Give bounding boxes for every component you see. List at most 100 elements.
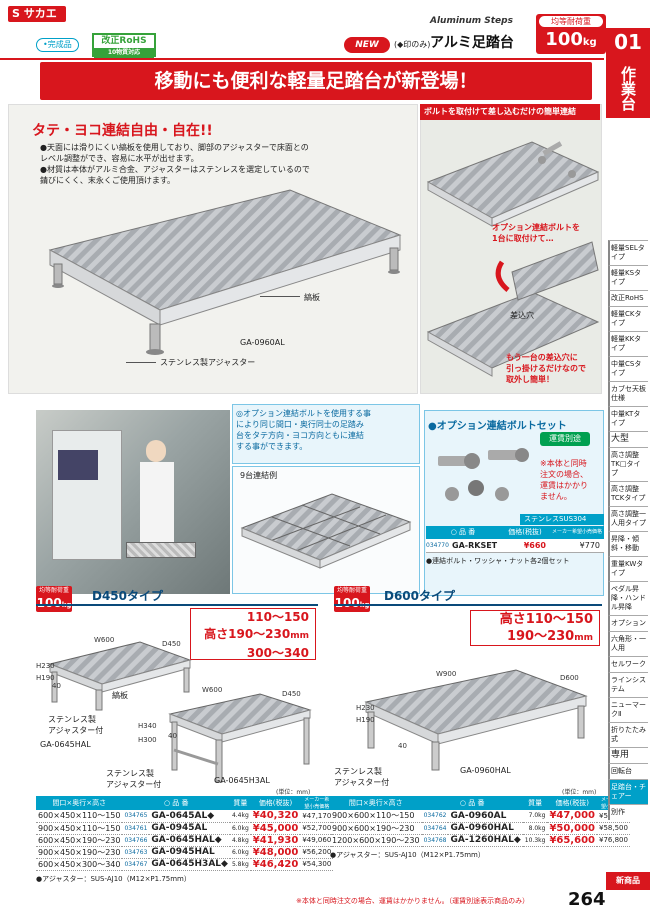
- sidebar-item[interactable]: オプション: [608, 615, 648, 631]
- d600-dim-h1: H230: [356, 704, 375, 712]
- d450-high-illustration: [168, 693, 312, 783]
- row-mass: 6.0kg: [229, 822, 251, 835]
- material-bar: ステンレスSUS304: [520, 514, 604, 525]
- adjuster-label: ステンレス製アジャスター: [160, 358, 256, 367]
- category-sidebar: 軽量SELタイプ 軽量KSタイプ 改正RoHS 軽量CKタイプ 軽量KKタイプ …: [606, 240, 650, 820]
- row-code: 034768: [421, 834, 449, 847]
- d450-col-price: 価格(税抜): [250, 796, 301, 810]
- d450-adjuster2-label: ステンレス製アジャスター付: [106, 768, 161, 790]
- d450-height-3: 300～340: [246, 646, 309, 660]
- row-mass: 4.4kg: [229, 810, 251, 823]
- sidebar-item[interactable]: セルワーク: [608, 656, 648, 672]
- d450-dim-h2: H190: [36, 674, 55, 682]
- sidebar-item[interactable]: 中量KTタイプ: [608, 406, 648, 431]
- series-name: Aluminum Steps: [430, 16, 513, 26]
- intro-heading: タテ・ヨコ連結自由・自在!!: [32, 123, 213, 139]
- bolt-set-mprice: ¥770: [579, 541, 600, 550]
- row-size: 1200×600×190～230: [330, 834, 422, 847]
- sidebar-item[interactable]: 専用: [608, 747, 648, 763]
- sidebar-item[interactable]: 重量KWタイプ: [608, 556, 648, 581]
- sidebar-item[interactable]: 軽量CKタイプ: [608, 306, 648, 331]
- sidebar-item[interactable]: 六角形・一人用: [608, 631, 648, 656]
- header-rule: [0, 58, 604, 60]
- row-code: 034764: [421, 822, 449, 835]
- row-name: GA-0645HAL◆: [149, 834, 230, 847]
- d450-rule: [36, 604, 318, 606]
- d600-load-label: 均等耐荷重: [336, 587, 367, 594]
- row-name: GA-0945HAL: [149, 846, 230, 859]
- sidebar-item[interactable]: ラインシステム: [608, 672, 648, 697]
- d450-height-box: 110～150 高さ190～230mm 300～340: [190, 608, 316, 660]
- load-label: 均等耐荷重: [539, 16, 603, 27]
- d600-load-badge: 均等耐荷重 100kg: [334, 586, 370, 612]
- d450-col-mass: 質量: [229, 796, 251, 810]
- d450-model-b: GA-0645H3AL: [214, 776, 270, 785]
- new-badge: NEW: [344, 37, 390, 53]
- sidebar-item[interactable]: 高さ調整TCKタイプ: [608, 481, 648, 506]
- row-mass: 10.3kg: [522, 834, 548, 847]
- d450-dim-40: 40: [52, 682, 61, 690]
- sidebar-item[interactable]: 高さ調整一人用タイプ: [608, 506, 648, 531]
- kansei-text: 完成品: [47, 40, 72, 49]
- sidebar-item[interactable]: 改正RoHS: [608, 290, 648, 306]
- sidebar-item[interactable]: ニューマークⅡ: [608, 697, 648, 722]
- sidebar-item[interactable]: 高さ調整TK□タイプ: [608, 447, 648, 481]
- freight-separate-badge: 運賃別途: [540, 432, 590, 446]
- d450-col-name: ○ 品 番: [122, 796, 230, 810]
- intro-bullet-1: ●天面には滑りにくい縞板を使用しており、脚部のアジャスターで床面とのレベル調整が…: [40, 143, 309, 163]
- d450-unit: (単位：mm): [276, 789, 311, 796]
- d450-dim-w: W600: [94, 636, 115, 644]
- connect-note-2-line1: もう一台の差込穴に: [506, 353, 578, 362]
- page-number: 264: [568, 889, 606, 910]
- brand-name: サカエ: [23, 7, 57, 20]
- row-mprice: ¥76,800: [596, 834, 630, 847]
- leader-adjuster: [126, 362, 156, 363]
- main-model-label: GA-0960AL: [240, 338, 285, 347]
- sidebar-item[interactable]: 折りたたみ式: [608, 722, 648, 747]
- d450-height-1: 110～150: [246, 610, 309, 624]
- sidebar-item[interactable]: 軽量KSタイプ: [608, 265, 648, 290]
- option-line-3: 台をタテ方向・ヨコ方向ともに連結: [236, 431, 364, 440]
- option-description-box: [232, 404, 420, 464]
- sidebar-item[interactable]: 昇降・傾斜・移動: [608, 531, 648, 556]
- d600-load-value: 100: [334, 596, 360, 610]
- d600-col-mass: 質量: [522, 796, 548, 810]
- sidebar-item[interactable]: 中量CSタイプ: [608, 356, 648, 381]
- rohs-line1: 改正RoHS: [101, 36, 147, 46]
- row-code: 034763: [122, 846, 150, 859]
- row-code: 034767: [122, 858, 150, 871]
- d450-model-a: GA-0645HAL: [40, 740, 91, 749]
- sidebar-item[interactable]: 軽量SELタイプ: [608, 240, 648, 265]
- d600-adjuster-note: ●アジャスター：SUS-AJ10（M12×P1.75mm）: [330, 851, 485, 859]
- d450-adjuster2-line1: ステンレス製: [106, 769, 154, 778]
- sidebar-item[interactable]: 回転台: [608, 763, 648, 779]
- sidebar-item[interactable]: 軽量KKタイプ: [608, 331, 648, 356]
- row-name: GA-0645AL◆: [149, 810, 230, 823]
- d600-price-table: 間口×奥行×高さ ○ 品 番 質量 価格(税抜) メーカー希望小売価格 900×…: [330, 796, 630, 847]
- d600-dim-w: W900: [436, 670, 457, 678]
- new-items-tab[interactable]: 新商品: [606, 872, 650, 890]
- sidebar-item[interactable]: 別作: [608, 804, 648, 820]
- d600-adjuster-line1: ステンレス製: [334, 767, 382, 776]
- row-name: GA-0945AL: [149, 822, 230, 835]
- d600-dim-h2: H190: [356, 716, 375, 724]
- load-unit: kg: [582, 37, 597, 48]
- d600-height-box: 高さ110～150 190～230mm: [470, 610, 600, 646]
- row-mprice: ¥47,170: [300, 810, 334, 823]
- d450-dim-d2: D450: [282, 690, 301, 698]
- row-mass: 8.0kg: [522, 822, 548, 835]
- d450-height-2: 190～230: [228, 627, 291, 641]
- sidebar-item[interactable]: カブセ天板仕様: [608, 381, 648, 406]
- row-price: ¥48,000: [250, 846, 301, 859]
- sidebar-item[interactable]: ペダル昇降・ハンドル昇降: [608, 581, 648, 615]
- load-value: 100kg: [536, 27, 606, 56]
- category-name: 作業台: [606, 58, 650, 118]
- sidebar-item[interactable]: 大型: [608, 431, 648, 447]
- option-description: ◎オプション連結ボルトを使用する事 により同じ間口・奥行同士の足踏み 台をタテ方…: [236, 408, 416, 452]
- d450-height-label: 高さ: [204, 627, 229, 641]
- d600-type-title: D600タイプ: [384, 589, 456, 603]
- sidebar-item-active[interactable]: 足踏台・チェアー: [608, 779, 648, 804]
- row-size: 900×450×190～230: [36, 846, 123, 859]
